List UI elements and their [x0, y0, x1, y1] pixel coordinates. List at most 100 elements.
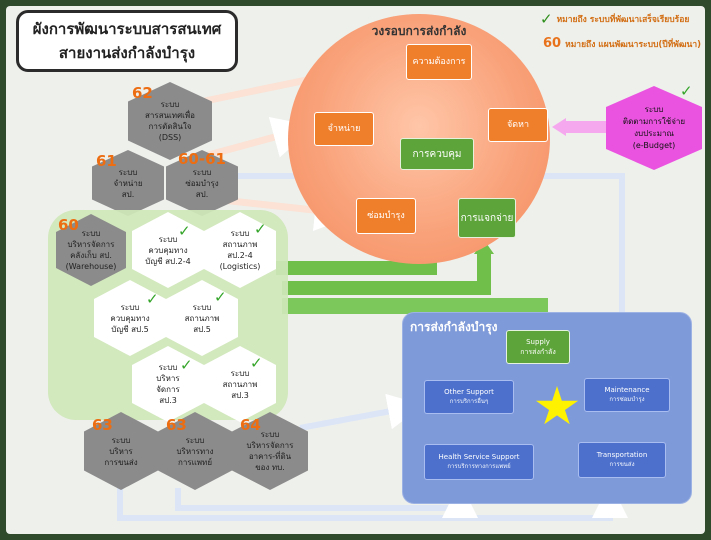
mgmt3-label-1: ระบบ: [158, 363, 178, 372]
distribution-system-hex: ระบบ จำหน่าย สป.: [92, 150, 164, 216]
other-th-label: การบริการอื่นๆ: [449, 398, 489, 405]
dss-label-2: สารสนเทศเพื่อ: [145, 111, 195, 120]
stat24-label-1: ระบบ: [230, 229, 250, 238]
support-title: การส่งกำลังบำรุง: [410, 320, 498, 334]
e-budget-label-2: ติดตามการใช้จ่าย: [622, 117, 686, 126]
distribution-year-badge: 61: [96, 152, 117, 170]
supply-th-label: การส่งกำลัง: [520, 348, 556, 356]
warehouse-year-badge: 60: [58, 216, 79, 234]
legend-plan: 60 หมายถึง แผนพัฒนาระบบ(ปีที่พัฒนา): [543, 36, 701, 51]
acc5-label-2: ควบคุมทาง: [110, 313, 150, 323]
repair-label-3: สป.: [195, 189, 209, 199]
facility-year-badge: 64: [240, 416, 261, 434]
stat5-label-3: สป.5: [193, 324, 211, 334]
distribution-label-3: สป.: [121, 189, 135, 199]
diagram-title: ผังการพัฒนาระบบสารสนเทศ สายงานส่งกำลังบำ…: [16, 10, 238, 72]
acc24-label-1: ระบบ: [158, 234, 178, 244]
repair-label-1: ระบบ: [192, 167, 212, 177]
cycle-need-box: ความต้องการ: [406, 44, 472, 80]
stat24-label-4: (Logistics): [219, 262, 261, 271]
stat5-label-2: สถานภาพ: [184, 313, 220, 323]
check-icon: ✓: [214, 288, 227, 306]
check-icon: ✓: [146, 290, 159, 308]
support-supply-box: Supply การส่งกำลัง: [506, 330, 570, 364]
acc5-label-1: ระบบ: [120, 302, 140, 312]
legend-plan-text: หมายถึง แผนพัฒนาระบบ(ปีที่พัฒนา): [565, 39, 701, 50]
repair-year-badge: 60-61: [178, 150, 226, 168]
transport-year-badge: 63: [92, 416, 113, 434]
stat24-label-3: สป.2-4: [227, 251, 253, 260]
account-control-24-hex: ระบบ ควบคุมทาง บัญชี สป.2-4: [132, 212, 204, 288]
cycle-title: วงรอบการส่งกำลัง: [371, 24, 467, 38]
support-health-box: Health Service Support การบริการทางการแพ…: [424, 444, 534, 480]
title-line-1: ผังการพัฒนาระบบสารสนเทศ: [32, 20, 222, 38]
health-en-label: Health Service Support: [438, 453, 520, 461]
transportation-en-label: Transportation: [596, 451, 648, 459]
dss-system-hex: ระบบ สารสนเทศเพื่อ การตัดสินใจ (DSS): [128, 82, 212, 160]
support-other-box: Other Support การบริการอื่นๆ: [424, 380, 514, 414]
acc24-label-2: ควบคุมทาง: [148, 245, 188, 255]
facility-label-2: บริหารจัดการ: [246, 441, 294, 450]
repair-system-hex: ระบบ ซ่อมบำรุง สป.: [166, 150, 238, 216]
medical-label-3: การแพทย์: [177, 457, 213, 467]
dss-label-3: การตัดสินใจ: [148, 122, 192, 131]
e-budget-label-1: ระบบ: [644, 105, 664, 114]
e-budget-label-4: (e-Budget): [632, 141, 676, 150]
facility-label-4: ของ ทบ.: [255, 463, 285, 472]
stat3-label-1: ระบบ: [230, 368, 250, 378]
warehouse-label-1: ระบบ: [81, 229, 101, 238]
acc24-label-3: บัญชี สป.2-4: [145, 256, 191, 266]
title-line-2: สายงานส่งกำลังบำรุง: [58, 44, 196, 62]
facility-label-3: อาคาร-ที่ดิน: [248, 452, 292, 461]
distribution-label-1: ระบบ: [118, 167, 138, 177]
cycle-distribute-box: จำหน่าย: [314, 112, 374, 146]
check-icon: ✓: [254, 220, 267, 238]
e-budget-system-hex: ระบบ ติดตามการใช้จ่าย งบประมาณ (e-Budget…: [606, 86, 702, 170]
stat3-label-3: สป.3: [231, 390, 249, 400]
dss-year-badge: 62: [132, 84, 153, 102]
medical-label-2: บริหารทาง: [176, 446, 214, 456]
health-th-label: การบริการทางการแพทย์: [447, 463, 511, 470]
legend-done: ✓ หมายถึง ระบบที่พัฒนาเสร็จเรียบร้อย: [540, 10, 690, 28]
distribution-label-2: จำหน่าย: [113, 178, 143, 188]
mgmt3-label-2: บริหาร: [156, 374, 180, 383]
stat24-label-2: สถานภาพ: [222, 240, 258, 249]
check-icon: ✓: [178, 222, 191, 240]
stat5-label-1: ระบบ: [192, 302, 212, 312]
legend-plan-number: 60: [543, 36, 562, 51]
check-icon: ✓: [250, 354, 263, 372]
dss-label-4: (DSS): [158, 133, 182, 142]
acc5-label-3: บัญชี สป.5: [111, 324, 149, 334]
warehouse-label-3: คลังเก็บ สป.: [70, 251, 112, 260]
facility-label-1: ระบบ: [260, 430, 280, 439]
transport-label-2: บริหาร: [109, 446, 133, 456]
e-budget-label-3: งบประมาณ: [634, 129, 674, 138]
dss-label-1: ระบบ: [160, 100, 180, 109]
maintenance-th-label: การซ่อมบำรุง: [609, 396, 645, 403]
transport-label-3: การขนส่ง: [104, 457, 138, 467]
check-icon: ✓: [680, 82, 693, 100]
stat3-label-2: สถานภาพ: [222, 379, 258, 389]
medical-year-badge: 63: [166, 416, 187, 434]
cycle-maintain-box: ซ่อมบำรุง: [356, 198, 416, 234]
cycle-procure-box: จัดหา: [488, 108, 548, 142]
mgmt3-label-3: จัดการ: [156, 385, 180, 394]
supply-en-label: Supply: [526, 338, 550, 346]
support-maintenance-box: Maintenance การซ่อมบำรุง: [584, 378, 670, 412]
other-en-label: Other Support: [444, 388, 494, 396]
repair-label-2: ซ่อมบำรุง: [185, 178, 219, 188]
legend-done-text: หมายถึง ระบบที่พัฒนาเสร็จเรียบร้อย: [556, 15, 690, 25]
warehouse-label-4: (Warehouse): [65, 262, 117, 271]
check-icon: ✓: [540, 10, 553, 28]
transportation-th-label: การขนส่ง: [609, 461, 635, 468]
mgmt3-label-4: สป.3: [159, 396, 177, 405]
maintenance-en-label: Maintenance: [604, 386, 650, 394]
support-transportation-box: Transportation การขนส่ง: [578, 442, 666, 478]
cycle-dispatch-box: การแจกจ่าย: [458, 198, 516, 238]
warehouse-label-2: บริหารจัดการ: [67, 240, 115, 249]
check-icon: ✓: [180, 356, 193, 374]
cycle-control-box: การควบคุม: [400, 138, 474, 170]
transport-label-1: ระบบ: [111, 435, 131, 445]
medical-label-1: ระบบ: [185, 435, 205, 445]
